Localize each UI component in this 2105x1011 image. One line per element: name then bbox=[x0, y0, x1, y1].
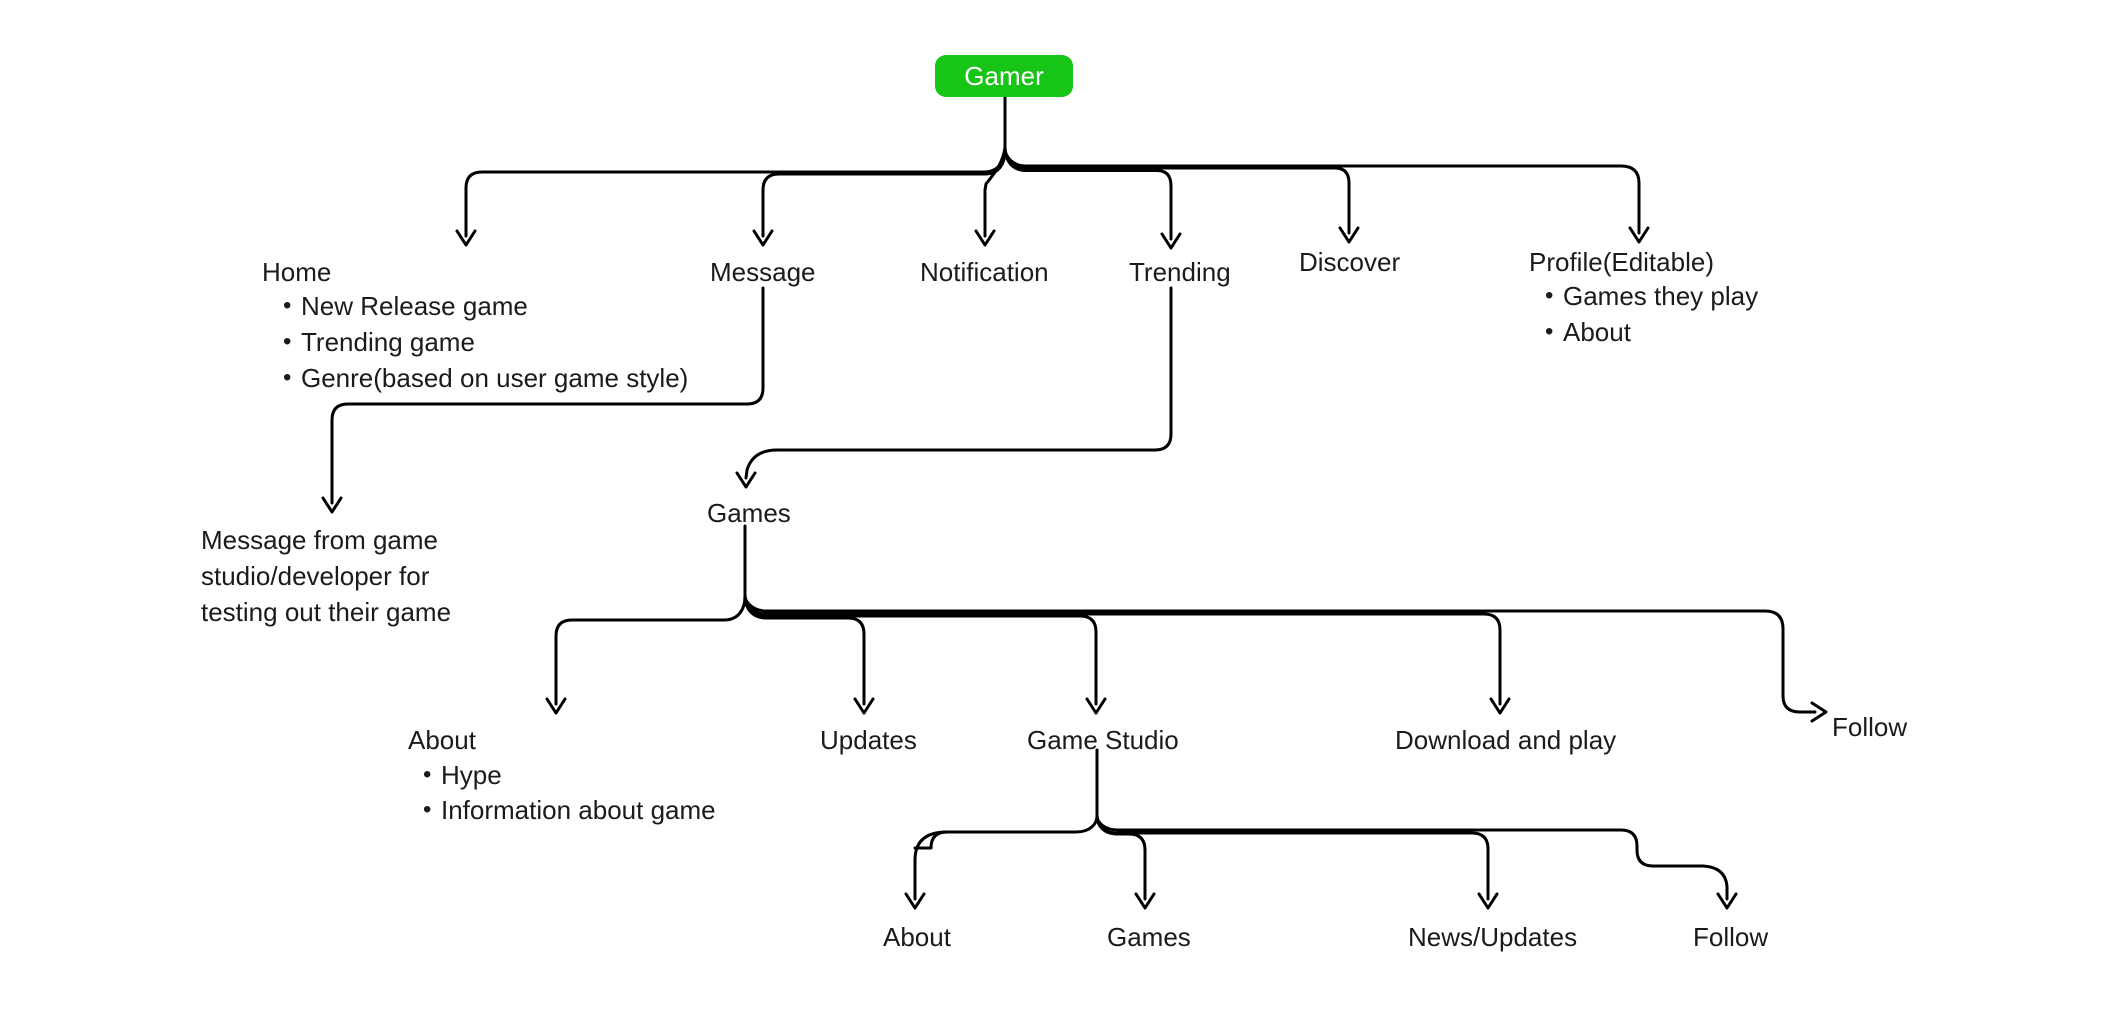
home-bullet-2: •Trending game bbox=[283, 327, 475, 357]
games-about-label[interactable]: About bbox=[408, 725, 476, 755]
bullet-dot: • bbox=[283, 364, 292, 391]
connector-gamer-notification bbox=[983, 146, 1007, 238]
connector-studio-follow bbox=[1095, 814, 1729, 901]
arrowhead-s-news bbox=[1477, 892, 1499, 910]
home-bullet-3: •Genre(based on user game style) bbox=[283, 363, 689, 393]
connector-gamer-discover bbox=[1003, 146, 1351, 235]
connector-games-follow bbox=[743, 594, 1817, 714]
arrowhead-note bbox=[321, 496, 343, 514]
connector-gamer-profile bbox=[1003, 146, 1641, 235]
arrowhead-discover bbox=[1338, 226, 1360, 244]
connector-studio-about2 bbox=[913, 830, 949, 901]
arrowhead-message bbox=[752, 229, 774, 247]
games-about-bullet-1: •Hype bbox=[423, 760, 502, 790]
arrowhead-trending bbox=[1160, 232, 1182, 250]
bullet-dot: • bbox=[283, 328, 292, 355]
connector-gamer-trending bbox=[1003, 146, 1173, 241]
bullet-dot: • bbox=[1545, 282, 1554, 309]
news-updates-label[interactable]: News/Updates bbox=[1408, 922, 1578, 952]
profile-bullet-1: •Games they play bbox=[1545, 281, 1759, 311]
arrowhead-s-games bbox=[1134, 892, 1156, 910]
arrowhead-s-about bbox=[904, 892, 926, 910]
connector-gamer-home bbox=[464, 146, 1007, 238]
studio-games-label[interactable]: Games bbox=[1107, 922, 1191, 952]
connector-studio-news bbox=[1095, 814, 1490, 901]
profile-bullet-2: •About bbox=[1545, 317, 1631, 347]
download-and-play-label[interactable]: Download and play bbox=[1395, 725, 1617, 755]
trending-label[interactable]: Trending bbox=[1129, 257, 1231, 287]
games-follow-label[interactable]: Follow bbox=[1832, 712, 1908, 742]
discover-label[interactable]: Discover bbox=[1299, 247, 1401, 277]
connector-trending-games bbox=[744, 286, 1173, 480]
bullet-dot: • bbox=[1545, 318, 1554, 345]
home-bullet-1: •New Release game bbox=[283, 291, 528, 321]
message-note-line1: Message from game bbox=[201, 525, 438, 555]
games-about-bullet-2: •Information about game bbox=[423, 795, 716, 825]
gamer-node-label: Gamer bbox=[964, 60, 1044, 91]
message-note[interactable]: Message from game studio/developer for t… bbox=[201, 522, 451, 630]
home-label[interactable]: Home bbox=[262, 257, 332, 287]
notification-label[interactable]: Notification bbox=[920, 257, 1049, 287]
message-note-line3: testing out their game bbox=[201, 597, 452, 627]
arrowhead-notification bbox=[974, 229, 996, 247]
arrowhead-g-download bbox=[1489, 697, 1511, 715]
profile-label[interactable]: Profile(Editable) bbox=[1529, 247, 1714, 277]
arrowhead-home bbox=[455, 229, 477, 247]
arrowhead-g-about bbox=[545, 697, 567, 715]
bullet-dot: • bbox=[423, 796, 432, 823]
arrowhead-g-follow bbox=[1810, 701, 1828, 723]
games-label[interactable]: Games bbox=[707, 498, 791, 528]
arrowhead-g-updates bbox=[853, 697, 875, 715]
arrowhead-profile bbox=[1628, 226, 1650, 244]
bullet-dot: • bbox=[283, 292, 292, 319]
connector-games-about bbox=[554, 594, 747, 706]
gamer-node[interactable]: Gamer bbox=[935, 55, 1073, 97]
studio-about-label[interactable]: About bbox=[883, 922, 951, 952]
message-label[interactable]: Message bbox=[710, 257, 816, 287]
message-note-line2: studio/developer for bbox=[201, 561, 430, 591]
game-studio-label[interactable]: Game Studio bbox=[1027, 725, 1179, 755]
arrowhead-g-studio bbox=[1085, 697, 1107, 715]
arrowhead-s-follow bbox=[1716, 892, 1738, 910]
studio-follow-label[interactable]: Follow bbox=[1693, 922, 1769, 952]
connector-gamer-message bbox=[761, 148, 1007, 238]
updates-label[interactable]: Updates bbox=[820, 725, 917, 755]
connector-message-note bbox=[330, 286, 765, 505]
bullet-dot: • bbox=[423, 761, 432, 788]
arrowhead-games bbox=[735, 471, 757, 489]
